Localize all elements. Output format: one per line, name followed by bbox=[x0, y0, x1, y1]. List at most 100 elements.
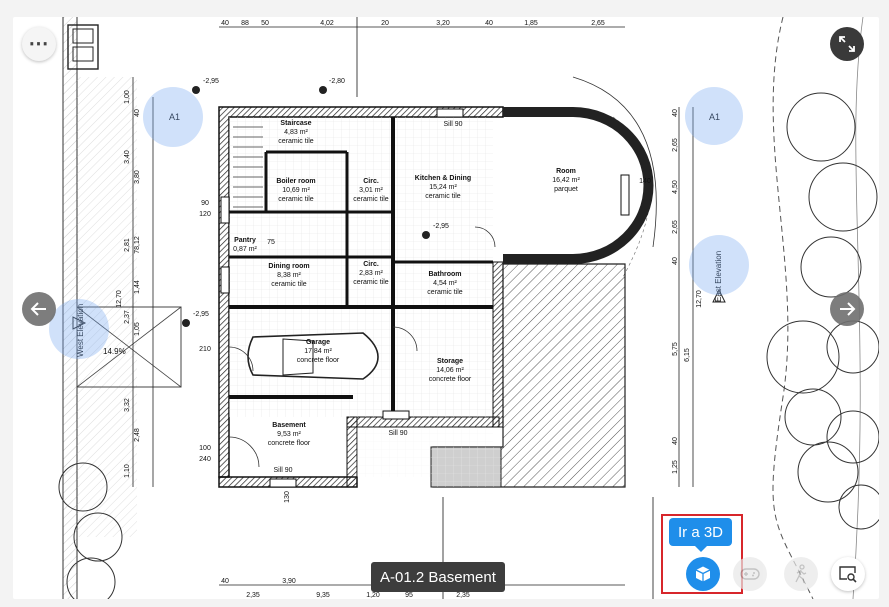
room-area: 10,69 m² bbox=[282, 187, 310, 194]
room-name: Garage bbox=[306, 339, 330, 346]
door-dimensions: 90 120 210 75 100 240 130 140 bbox=[199, 178, 651, 503]
dimension-value: 2,81 bbox=[124, 238, 131, 252]
dimension-value: 120 bbox=[199, 211, 211, 218]
expand-icon bbox=[839, 36, 855, 52]
dimension-value: 3,80 bbox=[134, 170, 141, 184]
dimension-value: 2,65 bbox=[672, 138, 679, 152]
dimension-value: 3,40 bbox=[124, 150, 131, 164]
dimension-value: 40 bbox=[672, 437, 679, 445]
cube-icon bbox=[695, 566, 711, 582]
walk-mode-button[interactable] bbox=[784, 557, 818, 591]
section-marker[interactable] bbox=[143, 87, 203, 147]
dimension-value: 100 bbox=[199, 445, 211, 452]
dimension-value: 78,12 bbox=[134, 236, 141, 254]
fullscreen-button[interactable] bbox=[830, 27, 864, 61]
room-area: 9,53 m² bbox=[277, 431, 301, 438]
section-marker[interactable] bbox=[685, 87, 743, 145]
dimension-value: 1,20 bbox=[366, 592, 380, 599]
dimension-value: 9,35 bbox=[316, 592, 330, 599]
dimension-lines bbox=[132, 26, 694, 586]
room-finish: concrete floor bbox=[297, 357, 340, 364]
site-terrain bbox=[58, 17, 879, 599]
dimension-value: 2,65 bbox=[672, 220, 679, 234]
room-area: 16,42 m² bbox=[552, 177, 580, 184]
bottom-dimensions: 40 3,90 2,35 9,35 1,20 95 2,35 bbox=[221, 578, 470, 599]
zoom-window-button[interactable] bbox=[831, 557, 865, 591]
highlight-box bbox=[661, 514, 743, 594]
room-finish: ceramic tile bbox=[353, 279, 389, 286]
top-dimensions: 40 88 50 4,02 20 3,20 40 1,85 2,65 bbox=[221, 20, 605, 27]
room-area: 17,84 m² bbox=[304, 348, 332, 355]
room-name: Pantry bbox=[234, 237, 256, 244]
floor-plan-drawing[interactable]: Staircase 4,83 m² ceramic tile Boiler ro… bbox=[13, 17, 879, 599]
room-name: Circ. bbox=[363, 261, 379, 268]
dimension-value: 2,37 bbox=[124, 310, 131, 324]
level-label: -2,95 bbox=[193, 311, 209, 318]
left-dimensions: 1,00 40 3,40 3,80 2,81 78,12 1,44 12,70 … bbox=[116, 90, 141, 478]
dimension-value: 1,00 bbox=[124, 90, 131, 104]
right-dimensions: 40 2,65 4,50 2,65 40 12,70 5,75 6,15 40 … bbox=[672, 109, 703, 474]
room-area: 15,24 m² bbox=[429, 184, 457, 191]
room-finish: parquet bbox=[554, 186, 578, 193]
room-name: Bathroom bbox=[428, 271, 461, 278]
elevation-marker[interactable] bbox=[689, 235, 749, 295]
more-options-button[interactable]: ⋯ bbox=[22, 27, 56, 61]
room-finish: concrete floor bbox=[429, 376, 472, 383]
level-label: -2,80 bbox=[329, 78, 345, 85]
room-area: 8,38 m² bbox=[277, 272, 301, 279]
game-mode-button[interactable] bbox=[733, 557, 767, 591]
dimension-value: 12,70 bbox=[696, 290, 703, 308]
room-finish: ceramic tile bbox=[278, 196, 314, 203]
dimension-value: 3,90 bbox=[282, 578, 296, 585]
dimension-value: 40 bbox=[221, 578, 229, 585]
dimension-value: 2,48 bbox=[134, 428, 141, 442]
room-finish: concrete floor bbox=[268, 440, 311, 447]
building-walls bbox=[218, 106, 654, 488]
zoom-window-icon bbox=[839, 566, 857, 583]
dimension-value: 75 bbox=[267, 239, 275, 246]
more-horizontal-icon: ⋯ bbox=[28, 33, 50, 55]
room-area: 2,83 m² bbox=[359, 270, 383, 277]
dimension-value: 1,05 bbox=[134, 322, 141, 336]
dimension-value: 5,75 bbox=[672, 342, 679, 356]
section-marker-label: A1 bbox=[169, 112, 180, 122]
room-name: Storage bbox=[437, 358, 463, 365]
sill-label: Sill 90 bbox=[273, 467, 292, 474]
level-label: -2,95 bbox=[433, 223, 449, 230]
dimension-value: 40 bbox=[672, 257, 679, 265]
dimension-value: 95 bbox=[405, 592, 413, 599]
room-name: Basement bbox=[272, 422, 306, 429]
view-3d-button[interactable] bbox=[686, 557, 720, 591]
dimension-value: 3,20 bbox=[436, 20, 450, 27]
room-name: Staircase bbox=[280, 120, 311, 127]
east-elevation-label: East Elevation bbox=[714, 251, 723, 302]
room-finish: ceramic tile bbox=[427, 289, 463, 296]
room-finish: ceramic tile bbox=[271, 281, 307, 288]
dimension-value: 88 bbox=[241, 20, 249, 27]
view-caption: A-01.2 Basement bbox=[371, 562, 505, 592]
previous-view-button[interactable] bbox=[22, 292, 56, 326]
dimension-value: 2,65 bbox=[591, 20, 605, 27]
room-finish: ceramic tile bbox=[278, 138, 314, 145]
room-area: 0,87 m² bbox=[233, 246, 257, 253]
walking-person-icon bbox=[795, 564, 807, 584]
dimension-value: 40 bbox=[134, 109, 141, 117]
dimension-value: 50 bbox=[261, 20, 269, 27]
dimension-value: 20 bbox=[381, 20, 389, 27]
elevation-marker[interactable] bbox=[49, 299, 109, 359]
section-marker-label: A1 bbox=[709, 112, 720, 122]
dimension-value: 2,35 bbox=[456, 592, 470, 599]
dimension-value: 1,85 bbox=[524, 20, 538, 27]
room-finish: ceramic tile bbox=[353, 196, 389, 203]
drawing-viewer[interactable]: Staircase 4,83 m² ceramic tile Boiler ro… bbox=[13, 17, 879, 599]
go-to-3d-tooltip: Ir a 3D bbox=[669, 518, 733, 552]
dimension-value: 12,70 bbox=[116, 290, 123, 308]
next-view-button[interactable] bbox=[830, 292, 864, 326]
dimension-value: 140 bbox=[639, 178, 651, 185]
dimension-value: 6,15 bbox=[684, 348, 691, 362]
dimension-value: 130 bbox=[284, 491, 291, 503]
room-area: 14,06 m² bbox=[436, 367, 464, 374]
dimension-value: 1,25 bbox=[672, 460, 679, 474]
room-labels: Staircase 4,83 m² ceramic tile Boiler ro… bbox=[233, 120, 580, 447]
dimension-value: 1,10 bbox=[124, 464, 131, 478]
